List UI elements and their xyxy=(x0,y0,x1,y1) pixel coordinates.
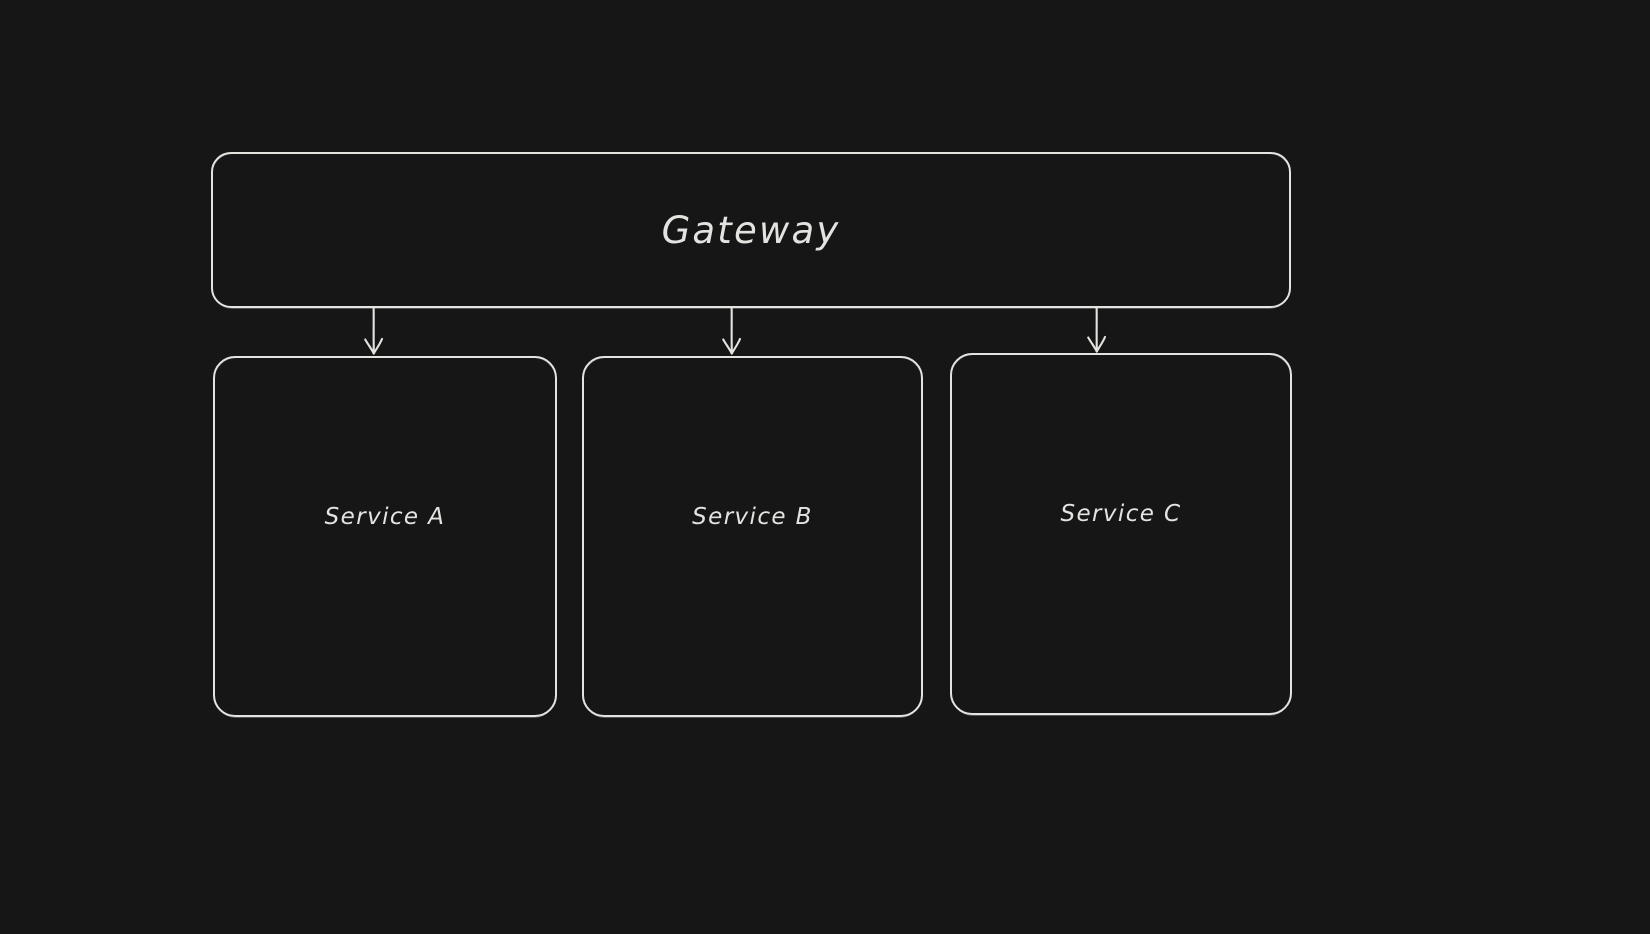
node-gateway-label: Gateway xyxy=(661,208,841,252)
edge-gateway-service-b xyxy=(722,305,742,355)
node-service-b[interactable]: Service B xyxy=(582,356,923,718)
node-gateway[interactable]: Gateway xyxy=(211,152,1291,309)
node-service-c[interactable]: Service C xyxy=(950,353,1292,716)
node-service-a-label: Service A xyxy=(324,503,446,530)
edge-gateway-service-c xyxy=(1087,305,1107,353)
edge-gateway-service-a xyxy=(364,305,384,355)
node-service-b-label: Service B xyxy=(692,503,813,530)
node-service-a[interactable]: Service A xyxy=(213,356,557,718)
node-service-c-label: Service C xyxy=(1060,501,1182,527)
